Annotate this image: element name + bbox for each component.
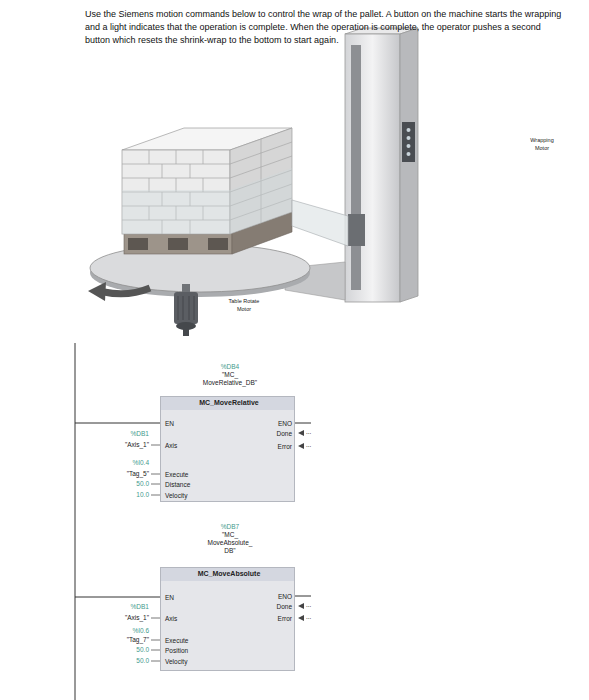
constant-value: 50.0: [89, 480, 149, 488]
tag-name: "Axis_1": [89, 614, 149, 622]
pin-name: Error: [262, 443, 292, 451]
instance-db-name: "MC_ MoveAbsolute_ DB": [204, 531, 256, 555]
pin-name: Done: [262, 430, 292, 438]
output-placeholder: ...: [306, 428, 320, 436]
instruction-name: MC_MoveAbsolute: [181, 570, 277, 578]
instruction-name: MC_MoveRelative: [181, 399, 277, 407]
input-address: %I0.4: [89, 459, 149, 467]
pin-name: Distance: [165, 481, 209, 489]
instance-db-name: "MC_ MoveRelative_DB": [199, 371, 261, 387]
function-block: %DB7"MC_ MoveAbsolute_ DB"MC_MoveAbsolut…: [160, 567, 295, 671]
db-address: %DB7: [204, 523, 256, 531]
pin-name: Execute: [165, 471, 209, 479]
motor-label: Table Rotate Motor: [224, 297, 264, 313]
motor-label: Wrapping Motor: [525, 136, 559, 152]
output-placeholder: ...: [306, 601, 320, 609]
pin-name: Axis: [165, 442, 205, 450]
pin-name: ENO: [262, 420, 292, 428]
db-address: %DB1: [89, 603, 149, 611]
pin-name: EN: [165, 594, 195, 602]
tag-name: "Axis_1": [89, 441, 149, 449]
constant-value: 50.0: [89, 646, 149, 654]
db-address: %DB4: [199, 363, 261, 371]
function-block: %DB4"MC_ MoveRelative_DB"MC_MoveRelative…: [160, 396, 295, 502]
pin-name: Velocity: [165, 658, 209, 666]
pin-name: Velocity: [165, 492, 209, 500]
output-placeholder: ...: [306, 613, 320, 621]
pin-name: Error: [262, 615, 292, 623]
db-address: %DB1: [89, 430, 149, 438]
problem-statement: Use the Siemens motion commands below to…: [85, 8, 567, 47]
pin-name: Done: [262, 603, 292, 611]
pin-name: Execute: [165, 637, 209, 645]
tag-name: "Tag_5": [89, 470, 149, 478]
tag-name: "Tag_7": [89, 636, 149, 644]
input-address: %I0.6: [89, 627, 149, 635]
constant-value: 50.0: [89, 657, 149, 665]
pin-name: Axis: [165, 615, 205, 623]
output-placeholder: ...: [306, 441, 320, 449]
pin-name: Position: [165, 647, 209, 655]
constant-value: 10.0: [89, 491, 149, 499]
pin-name: ENO: [262, 593, 292, 601]
pin-name: EN: [165, 420, 195, 428]
